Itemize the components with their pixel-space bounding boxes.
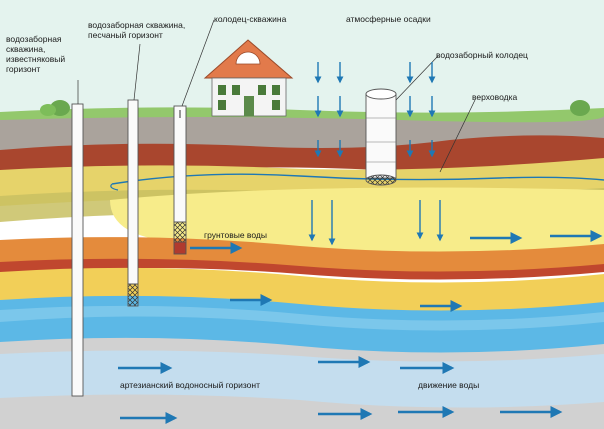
precipitation-arrows: [314, 62, 436, 158]
water-flow-arrows: [118, 230, 603, 424]
orange-clay-layer: [0, 237, 604, 275]
house-icon: [203, 39, 294, 117]
label-water-flow: движение воды: [418, 380, 480, 390]
sand-well-pipe: [127, 99, 139, 307]
leader-lines: [77, 19, 476, 173]
label-limestone-well: водозаборная скважина, известняковый гор…: [6, 34, 66, 74]
label-precipitation: атмосферные осадки: [346, 14, 431, 24]
label-perched-water: верховодка: [472, 92, 518, 102]
borehole-well: [173, 105, 187, 255]
label-sand-well: водозаборная скважина, песчаный горизонт: [88, 20, 186, 40]
limestone-well-pipe: [71, 103, 84, 397]
well-ring-icon: [365, 88, 397, 186]
infiltration-arrows: [308, 200, 444, 246]
label-groundwater: грунтовые воды: [204, 230, 267, 240]
tree-icon: [40, 100, 70, 116]
red-clay-band: [0, 258, 604, 280]
label-artesian: артезианский водоносный горизонт: [120, 380, 260, 390]
label-intake-well: водозаборный колодец: [436, 50, 528, 60]
tree-icon: [570, 100, 590, 116]
sky: [0, 0, 604, 118]
label-well-borehole: колодец-скважина: [214, 14, 287, 24]
